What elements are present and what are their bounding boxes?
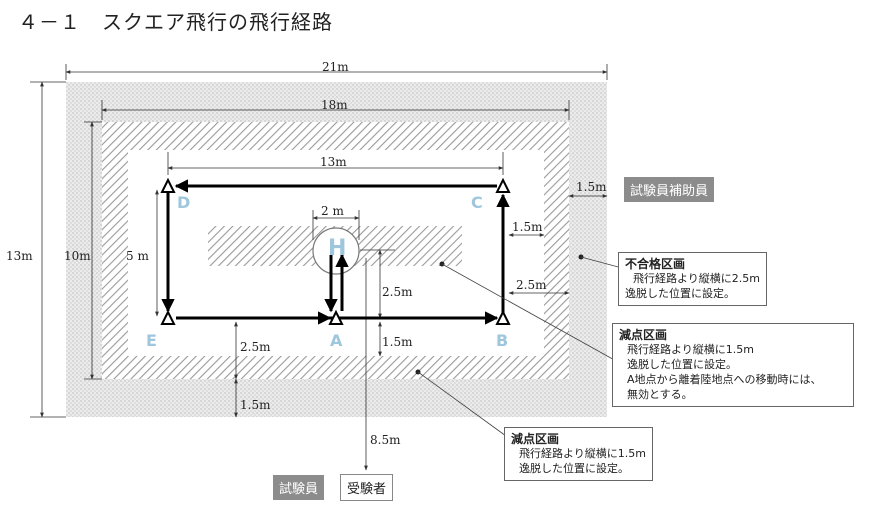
note-deduct-outer-title: 減点区画 [511,432,560,446]
dim-e-below: 2.5m [240,340,271,354]
examiner-tag: 試験員 [273,475,325,500]
note-deduct-outer-line: 飛行経路より縦横に1.5m [519,447,646,461]
marker-e [160,309,176,325]
dim-margin-right: 1.5m [576,180,607,194]
note-deduct-outer: 減点区画 飛行経路より縦横に1.5m 逸脱した位置に設定。 [504,427,653,481]
dim-c-offset: 1.5m [512,220,543,234]
note-fail-line: 逸脱した位置に設定。 [625,287,735,301]
page-title: ４－１ スクエア飛行の飛行経路 [18,10,333,34]
note-deduct-inner-line: 逸脱した位置に設定。 [627,358,737,372]
marker-b [495,309,511,325]
dim-a-below: 1.5m [382,335,413,349]
note-deduct-outer-line: 逸脱した位置に設定。 [519,462,629,476]
dim-to-examinee: 8.5m [370,433,401,447]
assistant-tag: 試験員補助員 [624,177,715,202]
dim-helipad-width: 2 m [321,204,344,218]
note-fail-zone: 不合格区画 飛行経路より縦横に2.5m 逸脱した位置に設定。 [618,252,767,306]
dim-path-width: 13m [320,155,347,169]
dim-band-height: 10m [64,249,91,263]
helipad-label: H [328,236,347,261]
dim-band-width: 18m [321,98,348,112]
dim-outer-height: 13m [6,249,33,263]
dim-bottom-margin: 1.5m [240,398,271,412]
marker-c [495,177,511,193]
note-fail-line: 飛行経路より縦横に2.5m [633,272,760,286]
point-label-a: A [330,331,343,350]
note-deduct-inner: 減点区画 飛行経路より縦横に1.5m 逸脱した位置に設定。 A地点から離着陸地点… [612,323,854,407]
note-deduct-inner-line: A地点から離着陸地点への移動時には、 [627,372,822,386]
dim-path-height: 5 m [126,249,149,263]
note-fail-title: 不合格区画 [625,257,686,271]
point-label-e: E [146,331,157,350]
marker-a [328,309,344,325]
note-deduct-inner-line: 無効とする。 [627,387,693,401]
dim-outer-width: 21m [322,60,349,74]
dim-b-right: 2.5m [516,278,547,292]
point-label-c: C [471,193,483,212]
point-label-b: B [496,331,509,350]
examinee-tag: 受験者 [340,474,394,501]
dim-h-to-path: 2.5m [382,285,413,299]
marker-d [160,177,176,193]
point-label-d: D [177,193,191,212]
note-deduct-inner-title: 減点区画 [619,328,668,342]
note-deduct-inner-line: 飛行経路より縦横に1.5m [627,343,754,357]
